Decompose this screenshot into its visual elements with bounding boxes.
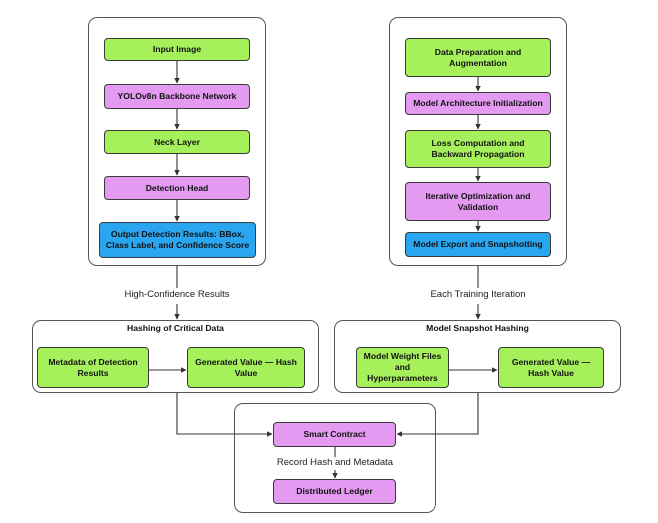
- step-model-export: Model Export and Snapshotting: [405, 232, 551, 257]
- step-output-detection-results: Output Detection Results: BBox, Class La…: [99, 222, 256, 258]
- high-confidence-results-label: High-Confidence Results: [111, 289, 243, 300]
- smart-contract: Smart Contract: [273, 422, 396, 447]
- model-weight-files: Model Weight Files and Hyperparameters: [356, 347, 449, 388]
- step-model-architecture-init: Model Architecture Initialization: [405, 92, 551, 115]
- step-neck-layer: Neck Layer: [104, 130, 250, 154]
- step-input-image: Input Image: [104, 38, 250, 61]
- step-data-preparation: Data Preparation and Augmentation: [405, 38, 551, 77]
- step-iterative-optimization: Iterative Optimization and Validation: [405, 182, 551, 221]
- step-detection-head: Detection Head: [104, 176, 250, 200]
- model-snapshot-hashing-title: Model Snapshot Hashing: [426, 323, 529, 333]
- step-yolov8n-backbone: YOLOv8n Backbone Network: [104, 84, 250, 109]
- each-training-iteration-label: Each Training Iteration: [417, 289, 539, 300]
- generated-hash-value-left: Generated Value — Hash Value: [187, 347, 305, 388]
- metadata-detection-results: Metadata of Detection Results: [37, 347, 149, 388]
- step-loss-computation: Loss Computation and Backward Propagatio…: [405, 130, 551, 168]
- hashing-critical-data-title: Hashing of Critical Data: [127, 323, 224, 333]
- distributed-ledger: Distributed Ledger: [273, 479, 396, 504]
- generated-hash-value-right: Generated Value — Hash Value: [498, 347, 604, 388]
- record-hash-metadata-label: Record Hash and Metadata: [270, 457, 400, 468]
